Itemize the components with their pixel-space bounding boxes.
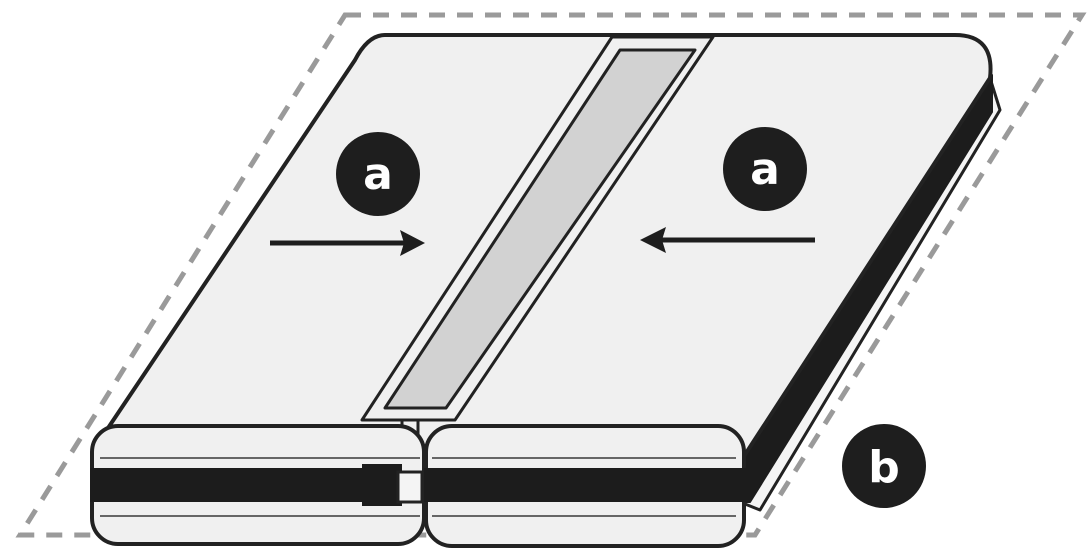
marker-badge-b: b [842, 424, 926, 508]
marker-badge-a-left: a [336, 132, 420, 216]
arrow-left-icon [640, 227, 815, 253]
marker-badge-b-label: b [868, 442, 900, 493]
joint-connector [396, 470, 424, 504]
arrow-right-icon [270, 230, 425, 256]
dashed-boundary [15, 12, 1087, 538]
marker-badge-a-right-label: a [750, 144, 780, 195]
front-band-left-step [362, 464, 402, 506]
marker-badge-a-left-label: a [363, 149, 393, 200]
marker-badge-a-right: a [723, 127, 807, 211]
front-band-left [90, 468, 370, 502]
front-band-right [424, 468, 746, 502]
center-strip-inner [383, 48, 697, 410]
